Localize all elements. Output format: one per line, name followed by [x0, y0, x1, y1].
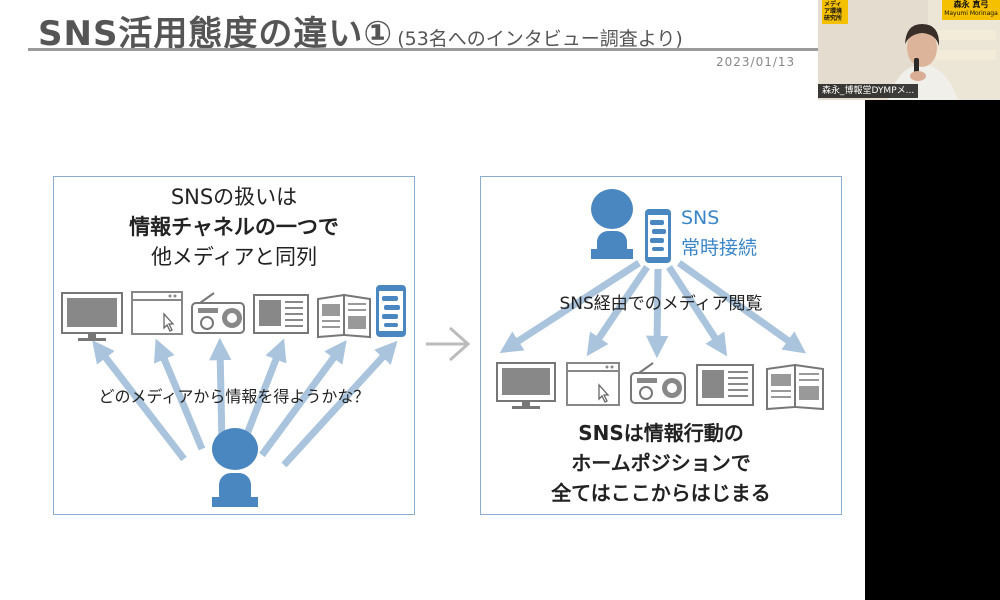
sns-arrow-to-magazine [676, 260, 807, 354]
slide-subtitle: (53名へのインタビュー調査より) [397, 28, 683, 50]
sns-label-line2: 常時接続 [681, 237, 758, 259]
magazine-icon [317, 293, 371, 339]
right-panel-graphics [496, 189, 824, 411]
browser-icon [566, 362, 620, 406]
sns-arrow-to-tv [499, 260, 641, 354]
right-panel: SNS 常時接続 SNS経由でのメディア閲覧 SNSは情報行動の ホームポジショ… [480, 176, 842, 515]
arrow-to-magazine [259, 339, 347, 458]
sns-arrow-to-radio [645, 268, 669, 359]
transition-arrow-icon [426, 326, 471, 362]
left-question: どのメディアから情報を得ようかな？ [98, 387, 370, 406]
arrow-to-browser [154, 338, 206, 451]
title-underline [28, 48, 818, 51]
newspaper-icon [696, 364, 754, 406]
slide-date: 2023/01/13 [716, 55, 796, 69]
participant-label: 森永_博報堂DYMPメ... [818, 84, 919, 98]
webcam-name-romaji: Mayumi Morinaga [944, 10, 998, 17]
webcam-name-badge: 森永 真弓 Mayumi Morinaga [942, 0, 1000, 20]
arrow-to-phone [281, 340, 398, 468]
webcam-logo: メディア環境研究所 [822, 0, 848, 24]
radio-icon [630, 362, 686, 404]
via-sns-text: SNS経由でのメディア閲覧 [559, 294, 763, 314]
sns-arrow-to-newspaper [666, 265, 728, 357]
arrow-to-tv [92, 340, 187, 462]
webcam-name: 森永 真弓 [953, 0, 989, 9]
sns-arrow-to-browser [586, 265, 650, 357]
conclusion-line1: SNSは情報行動の [578, 421, 744, 445]
slide-title-block: SNS活用態度の違い① (53名へのインタビュー調査より) [38, 6, 683, 55]
slide-title: SNS活用態度の違い① [38, 14, 394, 54]
newspaper-icon [253, 294, 309, 334]
radio-icon [191, 292, 245, 334]
person-icon [212, 428, 258, 507]
left-heading-line1: SNSの扱いは [170, 185, 298, 209]
magazine-icon [766, 363, 824, 411]
left-heading-line3: 他メディアと同列 [150, 245, 318, 269]
person-icon [591, 189, 633, 259]
sns-label-line1: SNS [681, 207, 720, 229]
smartphone-icon [376, 285, 406, 337]
conclusion-line2: ホームポジションで [571, 451, 751, 475]
arrow-to-newspaper [238, 338, 287, 449]
conclusion-line3: 全てはここからはじまる [551, 481, 771, 505]
tv-icon [61, 292, 123, 341]
left-panel: SNSの扱いは 情報チャネルの一つで 他メディアと同列 どのメディアから情報を得… [53, 176, 415, 515]
tv-icon [496, 362, 556, 409]
left-heading-line2: 情報チャネルの一つで [129, 215, 339, 239]
presentation-slide: SNS活用態度の違い① (53名へのインタビュー調査より) 2023/01/13 [0, 0, 865, 600]
left-panel-graphics [61, 285, 406, 507]
arrow-to-radio [209, 337, 232, 444]
smartphone-icon [645, 209, 671, 263]
browser-icon [131, 291, 183, 335]
